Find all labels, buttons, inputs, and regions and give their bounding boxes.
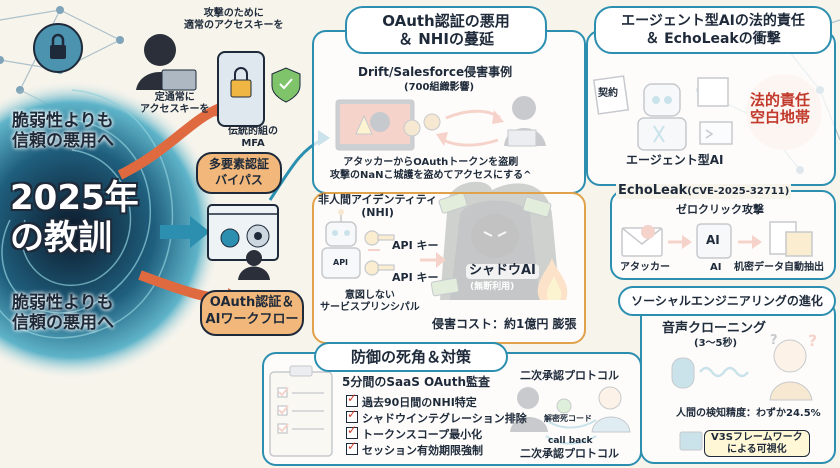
contract-label: 契約 xyxy=(598,88,618,99)
case-subtitle: (700組織影響) xyxy=(404,82,475,93)
protocol-title-top: 二次承認プロトコル xyxy=(520,369,619,382)
agent-section xyxy=(586,30,836,186)
api-key-1: API キー xyxy=(392,239,439,252)
nhi-section xyxy=(312,192,586,344)
subtitle-top: 脆弱性よりも 信頼の悪用へ xyxy=(12,111,114,151)
echo-step-extract: 机密データ自動抽出 xyxy=(734,262,824,273)
ai-chip-label: AI xyxy=(706,233,720,247)
api-key-2: API キー xyxy=(392,271,439,284)
service-principal: 意図しない サービスプリンシパル xyxy=(320,290,420,313)
zero-click-label: ゼロクリック攻撃 xyxy=(676,203,764,216)
voice-cloning-label: 音声クローニング xyxy=(662,321,767,336)
checkbox-icon xyxy=(346,407,358,423)
detection-accuracy: 人間の検知精度：わずか24.5% xyxy=(676,408,821,419)
v3s-framework: V3Sフレームワーク による可視化 xyxy=(704,430,810,457)
oauth-section-title: OAuth認証の悪用 ＆ NHIの蔓延 xyxy=(345,6,547,54)
nhi-title: 非人間アイデンティティ (NHI) xyxy=(318,193,438,219)
callback-label: call back xyxy=(548,436,593,446)
audit-item: トークンスコープ最小化 xyxy=(346,423,482,442)
api-tag: API xyxy=(333,258,349,267)
attacker-note-2: 定通常に アクセスキーを xyxy=(140,92,210,115)
legal-gap-label: 法的責任 空白地帯 xyxy=(750,91,811,127)
checkbox-icon xyxy=(346,423,358,439)
case-title: Drift/Salesforce侵害事例 xyxy=(358,65,513,79)
voice-cloning-time: (3〜5秒) xyxy=(694,338,738,349)
audit-item: セッション有効期限強制 xyxy=(346,439,483,458)
audit-title: 5分間のSaaS OAuth監査 xyxy=(342,375,490,389)
oauth-ai-workflow-badge: OAuth認証＆ AIワークフロー xyxy=(200,290,304,336)
mfa-bypass-badge: 多要素認証 バイパス xyxy=(196,152,282,194)
checkbox-icon xyxy=(346,439,358,455)
echoleak-cve: (CVE-2025-32711) xyxy=(687,186,790,197)
shadow-ai-title: シャドウAI xyxy=(466,263,539,279)
unlock-code-label: 解密死コード xyxy=(544,414,592,423)
echoleak-title: EchoLeak(CVE-2025-32711) xyxy=(616,183,792,199)
main-title: 2025年 の教訓 xyxy=(10,178,139,258)
audit-item: 過去90日間のNHI特定 xyxy=(346,391,477,410)
case-description: アタッカーからOAuthトークンを盗刷 攻撃のNaNこ城護を盗めてアクセスにする… xyxy=(330,157,532,181)
subtitle-bottom: 脆弱性よりも 信頼の悪用へ xyxy=(12,293,114,333)
defense-section-title: 防御の死角＆対策 xyxy=(314,342,508,372)
echoleak-name: EchoLeak xyxy=(618,183,688,198)
echo-step-ai: AI xyxy=(710,262,722,273)
agent-ai-label: エージェント型AI xyxy=(626,153,724,167)
breach-cost: 侵害コスト：約1億円 膨張 xyxy=(432,317,577,331)
social-section-title: ソーシャルエンジニアリングの進化 xyxy=(618,286,836,316)
mfa-label: 伝統的組の MFA xyxy=(228,126,278,149)
attacker-note: 攻撃のために 適常のアクセスキーを xyxy=(184,8,284,31)
agent-section-title: エージェント型AIの法的責任 ＆ EchoLeakの衝撃 xyxy=(594,6,832,54)
protocol-title-bottom: 二次承認プロトコル xyxy=(520,447,619,460)
oauth-section xyxy=(312,30,586,194)
checkbox-icon xyxy=(346,391,358,407)
echo-step-attacker: アタッカー xyxy=(620,262,670,273)
audit-item: シャドウインテグレーション排除 xyxy=(346,407,527,426)
shadow-ai-sub: (無断利用) xyxy=(470,282,515,292)
